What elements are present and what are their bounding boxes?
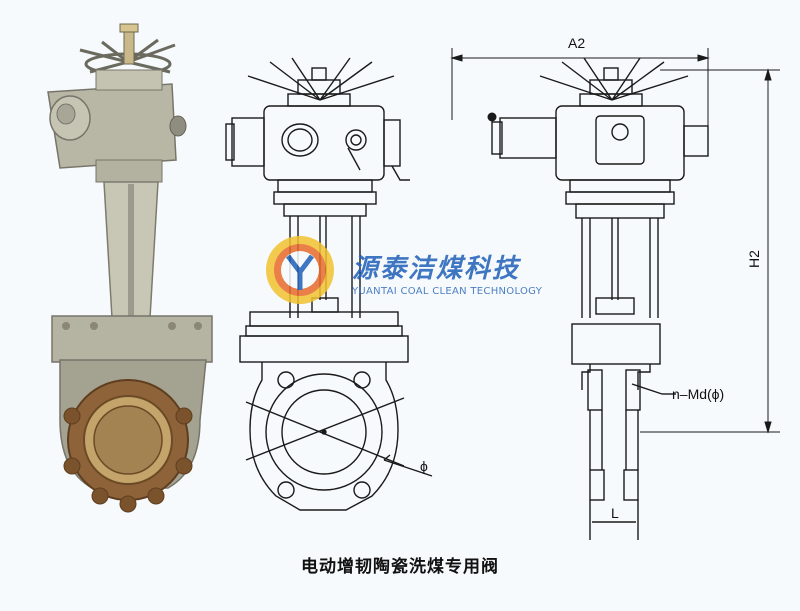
bolt-spec-label: n–Md(ϕ) <box>672 386 724 402</box>
a2-dimension <box>450 48 710 130</box>
watermark-company-en: YUANTAI COAL CLEAN TECHNOLOGY <box>352 286 543 297</box>
front-view <box>225 57 433 511</box>
h2-dimension <box>640 68 780 434</box>
length-label: L <box>611 505 619 521</box>
watermark-logo <box>266 236 334 304</box>
watermark-company-cn: 源泰洁煤科技 <box>352 254 521 284</box>
phi-label: ϕ <box>420 458 428 474</box>
a2-label: A2 <box>568 35 585 51</box>
h2-label: H2 <box>746 250 762 268</box>
side-view <box>491 57 709 540</box>
figure-caption: 电动增韧陶瓷洗煤专用阀 <box>301 557 499 577</box>
valve-photo <box>47 23 213 513</box>
